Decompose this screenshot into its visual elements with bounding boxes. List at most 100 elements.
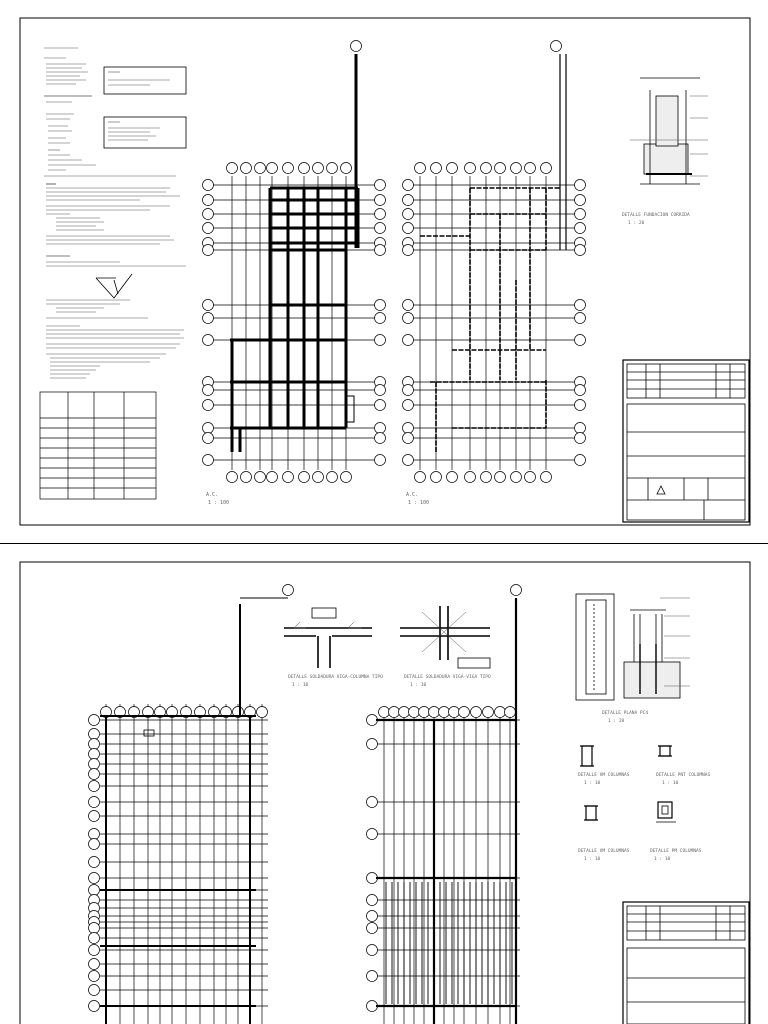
title-block bbox=[622, 901, 750, 1024]
grid-bubble bbox=[88, 872, 100, 884]
grid-bubble bbox=[574, 222, 586, 234]
grid-bubble bbox=[88, 728, 100, 740]
grid-bubble bbox=[88, 856, 100, 868]
grid-bubble bbox=[374, 432, 386, 444]
grid-bubble bbox=[374, 208, 386, 220]
grid-bubble bbox=[88, 714, 100, 726]
grid-bubble bbox=[374, 334, 386, 346]
grid-bubble bbox=[366, 872, 378, 884]
detail-scale: 1 : 20 bbox=[608, 718, 625, 724]
grid-bubble bbox=[366, 714, 378, 726]
grid-bubble bbox=[494, 471, 506, 483]
grid-bubble bbox=[402, 399, 414, 411]
grid-bubble bbox=[504, 706, 516, 718]
column-base-detail bbox=[575, 593, 690, 701]
detail-title: DETALLE VM COLUMNAS bbox=[578, 848, 630, 854]
grid-bubble bbox=[524, 162, 536, 174]
grid-bubble bbox=[408, 706, 420, 718]
grid-bubble bbox=[326, 471, 338, 483]
grid-bubble bbox=[88, 738, 100, 750]
plan-label-scale: 1 : 100 bbox=[408, 500, 429, 506]
grid-bubble bbox=[220, 706, 232, 718]
detail-scale: 1 : 10 bbox=[654, 856, 671, 862]
grid-bubble bbox=[494, 706, 506, 718]
roof-framing-plan bbox=[88, 584, 294, 1024]
grid-bubble bbox=[142, 706, 154, 718]
grid-bubble bbox=[88, 1000, 100, 1012]
grid-bubble bbox=[202, 222, 214, 234]
grid-bubble bbox=[282, 162, 294, 174]
grid-bubble bbox=[366, 970, 378, 982]
grid-bubble bbox=[208, 706, 220, 718]
grid-bubble bbox=[88, 884, 100, 896]
grid-bubble bbox=[88, 780, 100, 792]
opening bbox=[143, 729, 155, 737]
detail-scale: 1 : 10 bbox=[584, 780, 601, 786]
grid-bubble bbox=[574, 334, 586, 346]
grid-bubble bbox=[226, 162, 238, 174]
grid-bubble bbox=[266, 471, 278, 483]
grid-bubble bbox=[374, 312, 386, 324]
grid-bubble bbox=[464, 471, 476, 483]
grid-bubble bbox=[430, 162, 442, 174]
detail-scale: 1 : 10 bbox=[292, 682, 309, 688]
grid-bubble bbox=[180, 706, 192, 718]
grid-bubble bbox=[202, 208, 214, 220]
sheet-border bbox=[19, 17, 751, 526]
detail-title: DETALLE PLANA PC4 bbox=[602, 710, 648, 716]
grid-bubble bbox=[446, 162, 458, 174]
grid-bubble bbox=[398, 706, 410, 718]
grid-bubble bbox=[326, 162, 338, 174]
grid-bubble bbox=[574, 399, 586, 411]
grid-bubble bbox=[366, 910, 378, 922]
grid-bubble bbox=[202, 312, 214, 324]
grid-bubble bbox=[446, 471, 458, 483]
grid-bubble bbox=[374, 222, 386, 234]
grid-bubble bbox=[540, 471, 552, 483]
grid-bubble bbox=[114, 706, 126, 718]
grid-bubble bbox=[312, 162, 324, 174]
grid-bubble bbox=[540, 162, 552, 174]
grid-bubble bbox=[88, 810, 100, 822]
grid-bubble bbox=[366, 738, 378, 750]
plan-label-1: A.C. 1 : 100 bbox=[206, 492, 229, 506]
grid-bubble bbox=[402, 299, 414, 311]
grid-bubble bbox=[402, 432, 414, 444]
grid-bubble bbox=[88, 748, 100, 760]
grid-bubble bbox=[470, 706, 482, 718]
foundation-plan bbox=[202, 40, 386, 483]
grid-bubble bbox=[202, 179, 214, 191]
grid-bubble bbox=[494, 162, 506, 174]
grid-bubble bbox=[88, 944, 100, 956]
sheet-1-canvas: A.C. 1 : 100 A.C. 1 : 100 DETALLE FUNDAC… bbox=[19, 17, 751, 526]
grid-bubble bbox=[266, 162, 278, 174]
grid-bubble bbox=[574, 384, 586, 396]
grid-bubble bbox=[458, 706, 470, 718]
grid-bubble bbox=[226, 471, 238, 483]
grid-bubble bbox=[282, 584, 294, 596]
grid-bubble bbox=[254, 162, 266, 174]
grid-bubble bbox=[340, 471, 352, 483]
title-block bbox=[622, 359, 750, 523]
grid-bubble bbox=[374, 454, 386, 466]
detail-title: DETALLE SOLDADURA VIGA-VIGA TIPO bbox=[404, 674, 491, 680]
grid-bubble bbox=[414, 162, 426, 174]
grid-bubble bbox=[194, 706, 206, 718]
grid-bubble bbox=[366, 894, 378, 906]
detail-title: DETALLE VM COLUMNAS bbox=[578, 772, 630, 778]
grid-bubble bbox=[574, 299, 586, 311]
grid-bubble bbox=[448, 706, 460, 718]
grid-bubble bbox=[202, 194, 214, 206]
grid-bubble bbox=[202, 384, 214, 396]
grid-bubble bbox=[480, 162, 492, 174]
grid-bubble bbox=[402, 422, 414, 434]
grid-bubble bbox=[202, 334, 214, 346]
grid-bubble bbox=[298, 471, 310, 483]
stair bbox=[345, 395, 355, 423]
detail-title: DETALLE FUNDACION CORRIDA bbox=[622, 212, 690, 218]
grid-bubble bbox=[374, 399, 386, 411]
grid-bubble bbox=[240, 471, 252, 483]
sheet-border bbox=[19, 561, 751, 1024]
grid-bubble bbox=[366, 1000, 378, 1012]
grid-bubble bbox=[482, 706, 494, 718]
